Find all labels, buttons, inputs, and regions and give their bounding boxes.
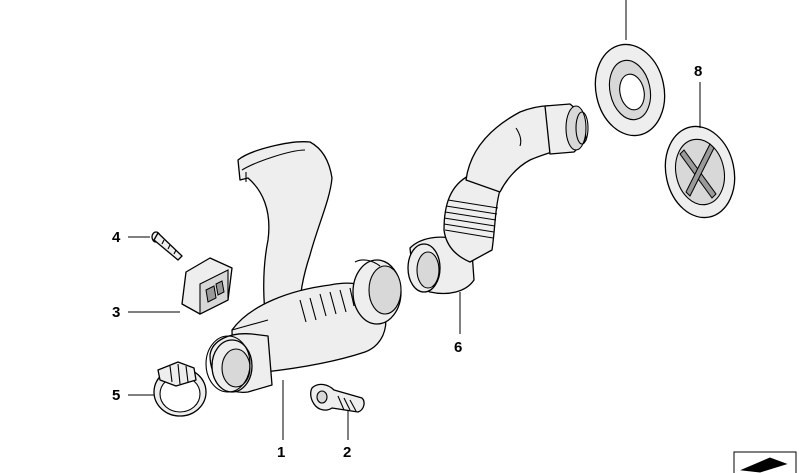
callout-8: 8 bbox=[694, 63, 702, 80]
callout-5: 5 bbox=[112, 387, 120, 404]
part-6-flex-hose[interactable] bbox=[407, 103, 589, 295]
part-2-clip[interactable] bbox=[310, 383, 365, 413]
part-4-screw[interactable] bbox=[151, 231, 183, 261]
part-1-intake-housing[interactable] bbox=[205, 141, 402, 393]
part-8-cover-cap[interactable] bbox=[657, 120, 743, 224]
part-5-hose-clamp[interactable] bbox=[153, 361, 207, 417]
callout-6: 6 bbox=[454, 339, 462, 356]
leader-lines bbox=[128, 0, 701, 440]
callout-2: 2 bbox=[343, 444, 351, 461]
callout-4: 4 bbox=[112, 229, 121, 246]
corner-symbol-icon bbox=[733, 451, 797, 473]
part-3-holder[interactable] bbox=[181, 257, 233, 315]
callout-1: 1 bbox=[277, 444, 285, 461]
callout-3: 3 bbox=[112, 304, 120, 321]
part-grommet-ring[interactable] bbox=[587, 38, 673, 142]
